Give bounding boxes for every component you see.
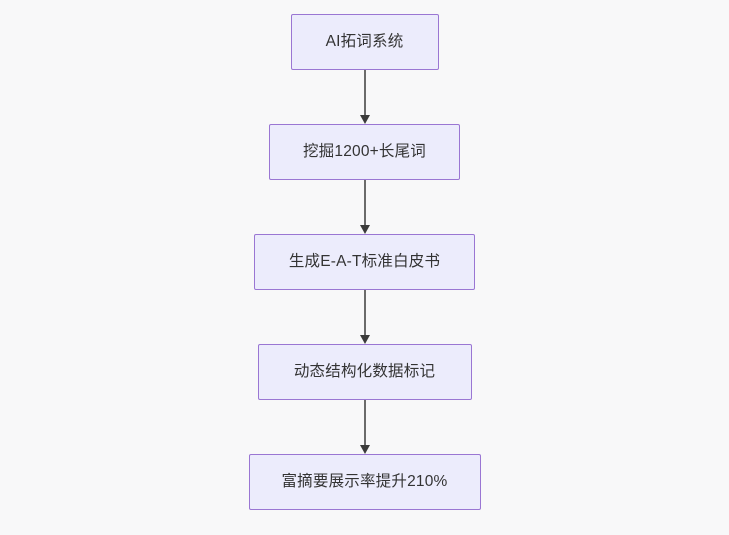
flow-edge-n2-n3 [357,180,373,234]
flow-node-dynamic-structured-data-markup[interactable]: 动态结构化数据标记 [257,344,472,400]
edge-line [363,70,366,116]
edge-line [363,180,366,226]
flow-edge-n1-n2 [357,70,373,124]
flow-node-generate-eat-whitepaper[interactable]: 生成E-A-T标准白皮书 [254,234,475,290]
arrowhead-icon [359,115,370,124]
flow-node-label: 动态结构化数据标记 [293,363,436,381]
flow-node-label: AI拓词系统 [325,33,404,51]
flow-node-mine-longtail-keywords[interactable]: 挖掘1200+长尾词 [269,124,460,180]
flow-node-label: 挖掘1200+长尾词 [302,143,427,161]
arrowhead-icon [359,335,370,344]
edge-line [363,400,366,446]
edge-line [363,290,366,336]
flow-node-ai-keyword-system[interactable]: AI拓词系统 [290,14,439,70]
flow-node-label: 富摘要展示率提升210% [281,473,448,491]
flow-node-rich-snippet-impression-lift[interactable]: 富摘要展示率提升210% [248,454,481,510]
arrowhead-icon [359,225,370,234]
arrowhead-icon [359,445,370,454]
flow-edge-n4-n5 [357,400,373,454]
flow-edge-n3-n4 [357,290,373,344]
flow-node-label: 生成E-A-T标准白皮书 [288,253,441,271]
